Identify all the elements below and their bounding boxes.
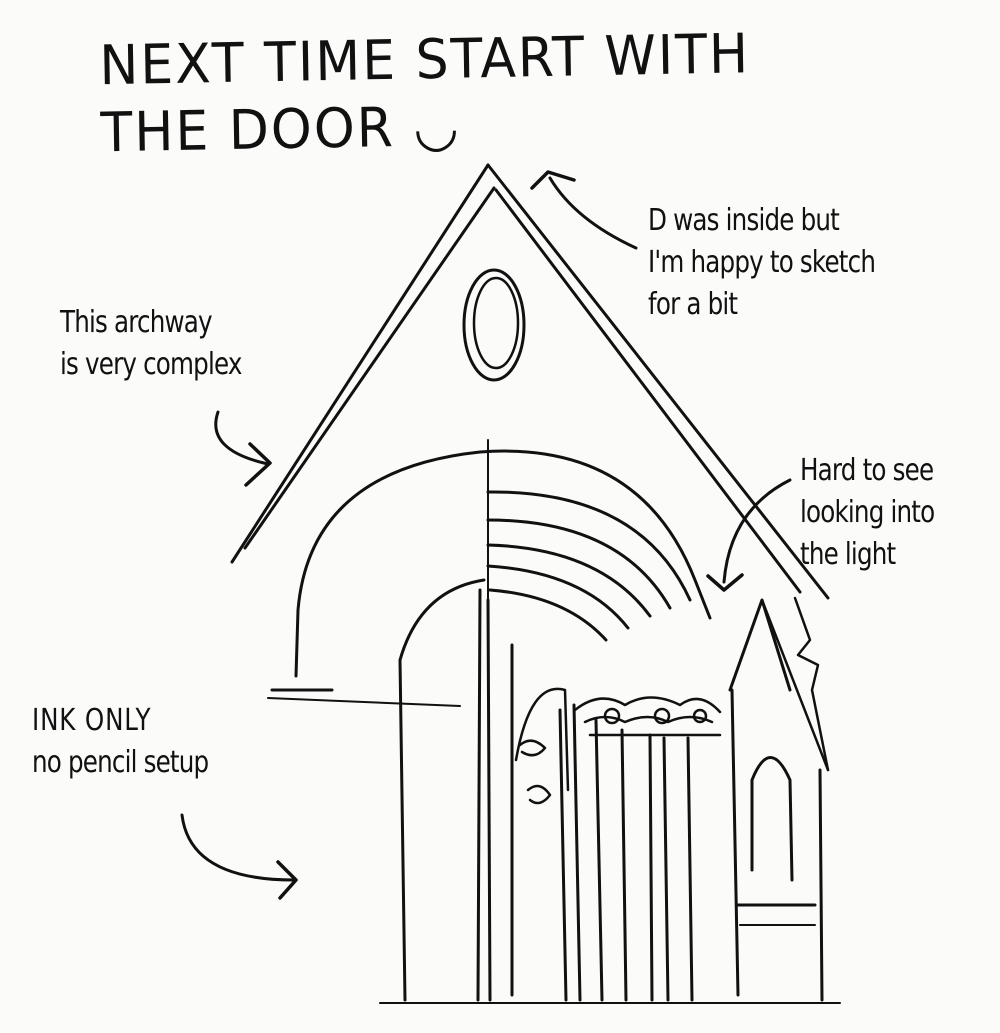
arch-moulding-1	[486, 490, 692, 602]
arrow-hard-shaft	[722, 478, 792, 584]
arrow-d-note-shaft	[548, 176, 638, 250]
arrow-d-note-head	[530, 170, 576, 190]
door-pillar-2	[572, 703, 582, 1002]
buttress-right-wall	[818, 768, 824, 1002]
note-ink-only: INK ONLY no pencil setup	[32, 700, 209, 784]
note-d-inside-line-3: for a bit	[648, 287, 738, 322]
arrow-archway-shaft	[214, 410, 270, 466]
door-left-window	[514, 687, 570, 792]
title-line-2: THE DOOR ◡	[100, 95, 462, 166]
note-d-inside-line-2: I'm happy to sketch	[648, 245, 876, 280]
note-hard-to-see: Hard to see looking into the light	[800, 450, 935, 576]
frieze-knot-3	[692, 708, 708, 724]
note-d-inside: D was inside but I'm happy to sketch for…	[648, 200, 876, 326]
inner-arch-left	[398, 578, 486, 1002]
door-pillar-6	[662, 736, 670, 1002]
round-window-inner	[472, 276, 520, 370]
impost-line	[267, 697, 461, 707]
note-archway-line-1: This archway	[60, 305, 213, 340]
gable-left-edge	[230, 163, 490, 564]
inner-arch-jamb	[476, 588, 482, 1002]
note-hard-to-see-line-3: the light	[800, 537, 896, 572]
gable-right-inner	[494, 188, 802, 594]
buttress-roof-right	[760, 598, 830, 772]
arrow-hard-head	[706, 573, 744, 592]
arch-moulding-4	[486, 564, 630, 630]
note-d-inside-line-1: D was inside but	[648, 203, 840, 238]
buttress-niche	[750, 756, 794, 882]
arrow-ink-head	[276, 860, 298, 900]
note-hard-to-see-line-2: looking into	[800, 495, 935, 530]
arch-moulding-5	[488, 588, 608, 642]
leaf-doodle	[518, 739, 552, 805]
gable-right-edge	[486, 163, 830, 600]
note-ink-only-line-1: INK ONLY	[32, 703, 152, 738]
door-pillar-3	[594, 718, 604, 1002]
note-archway-line-2: is very complex	[60, 347, 242, 382]
round-window-outer	[462, 268, 526, 382]
arch-moulding-3	[486, 543, 652, 618]
buttress-left-wall	[730, 688, 740, 997]
note-archway: This archway is very complex	[60, 302, 242, 386]
door-pillar-1	[558, 708, 568, 1002]
outer-arch	[294, 449, 712, 678]
frieze-knot-1	[603, 707, 621, 725]
door-pillar-7	[686, 736, 694, 1002]
note-ink-only-line-2: no pencil setup	[32, 745, 209, 780]
arrow-ink-shaft	[180, 813, 296, 882]
arrow-archway-head	[244, 442, 272, 487]
buttress-roof	[728, 598, 792, 692]
arch-moulding-2	[486, 518, 672, 610]
door-pillar-5	[648, 733, 654, 1002]
title-line-1: NEXT TIME START WITH	[98, 22, 751, 98]
inner-arch-jamb-2	[486, 598, 492, 1002]
gable-right-coping	[793, 596, 830, 772]
gable-left-inner	[243, 186, 496, 550]
sketch-title: NEXT TIME START WITH THE DOOR ◡	[99, 21, 752, 167]
frieze-knot-2	[653, 707, 671, 725]
door-pillar-4	[620, 728, 628, 1002]
note-hard-to-see-line-1: Hard to see	[800, 453, 934, 488]
